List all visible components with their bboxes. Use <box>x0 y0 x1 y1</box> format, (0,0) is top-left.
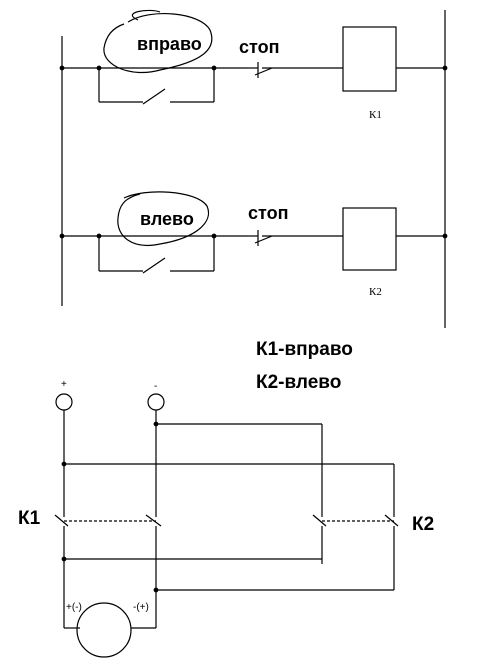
rung-2 <box>59 191 448 274</box>
coil-k2 <box>342 207 397 271</box>
contactor-k1-label: К1 <box>18 508 41 529</box>
highlight-loop-2 <box>117 191 210 246</box>
contactor-k1 <box>54 514 162 548</box>
plus-label: + <box>61 379 67 390</box>
motor <box>76 602 132 658</box>
contactor-k2 <box>312 514 399 590</box>
rung2-stop-label: стоп <box>248 203 288 223</box>
rung1-stop-label: стоп <box>239 37 279 57</box>
power-circuit <box>54 393 399 658</box>
rung1-button-label: вправо <box>137 34 202 54</box>
legend-line-2: К2-влево <box>256 372 341 393</box>
minus-label: - <box>154 381 157 392</box>
highlight-loop-1 <box>103 9 213 74</box>
coil-k1 <box>342 26 397 92</box>
legend-line-1: К1-вправо <box>256 339 353 360</box>
rung2-button-label: влево <box>140 209 194 229</box>
coil-k2-label: К2 <box>369 286 382 298</box>
motor-right-terminal: -(+) <box>133 602 149 613</box>
motor-left-terminal: +(-) <box>66 602 82 613</box>
contactor-k2-label: К2 <box>412 514 434 535</box>
rung-1 <box>59 9 448 105</box>
coil-k1-label: К1 <box>369 109 382 121</box>
